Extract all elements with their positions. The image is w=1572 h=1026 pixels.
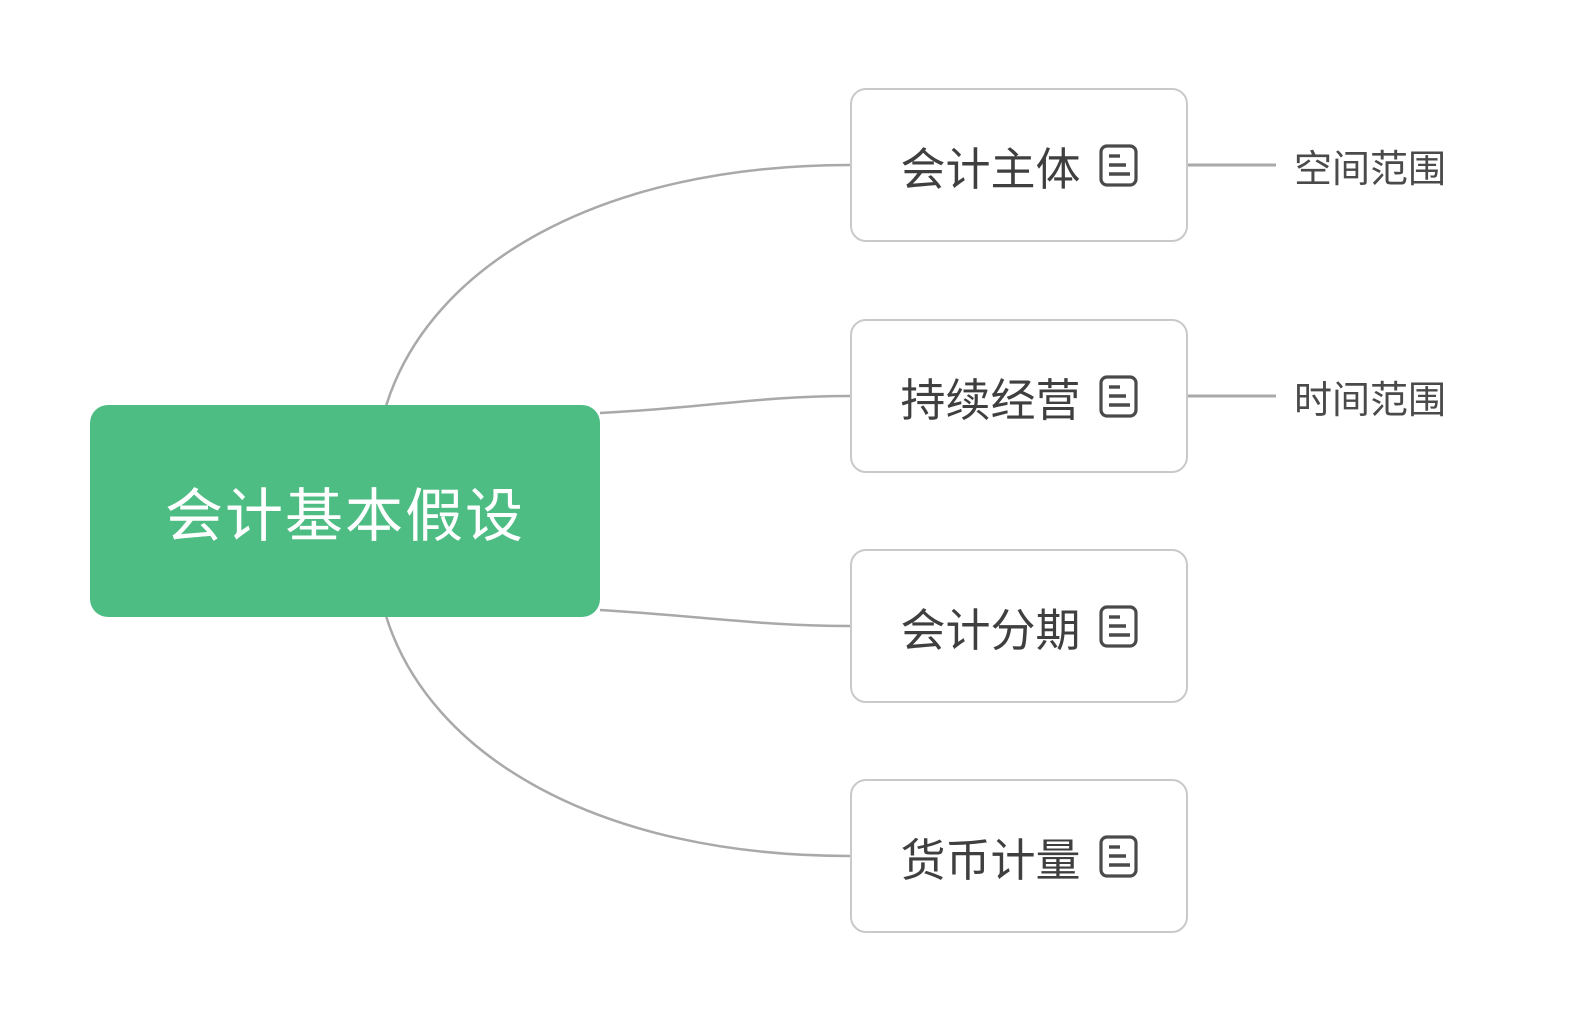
topic-label: 会计分期 [900,604,1081,656]
note-icon[interactable] [1098,374,1138,418]
topic-node-going-concern[interactable]: 持续经营 [850,319,1188,473]
note-icon[interactable] [1098,604,1138,648]
topic-node-monetary-measurement[interactable]: 货币计量 [850,779,1188,933]
subtopic-label-spatial-scope[interactable]: 空间范围 [1294,148,1447,191]
note-icon[interactable] [1098,143,1138,187]
root-topic[interactable]: 会计基本假设 [90,405,600,617]
topic-label: 货币计量 [900,834,1081,886]
connector-root-to-topic1 [384,163,851,407]
connector-root-to-topic4 [384,615,851,858]
topic-node-accounting-entity[interactable]: 会计主体 [850,88,1188,242]
topic-label: 持续经营 [900,374,1081,426]
topic-label: 会计主体 [900,143,1081,195]
connector-root-to-topic2 [599,394,851,415]
topic-node-accounting-period[interactable]: 会计分期 [850,549,1188,703]
connector-root-to-topic3 [599,608,851,628]
subtopic-label-time-scope[interactable]: 时间范围 [1294,379,1447,422]
note-icon[interactable] [1098,834,1138,878]
root-topic-label: 会计基本假设 [164,484,525,549]
